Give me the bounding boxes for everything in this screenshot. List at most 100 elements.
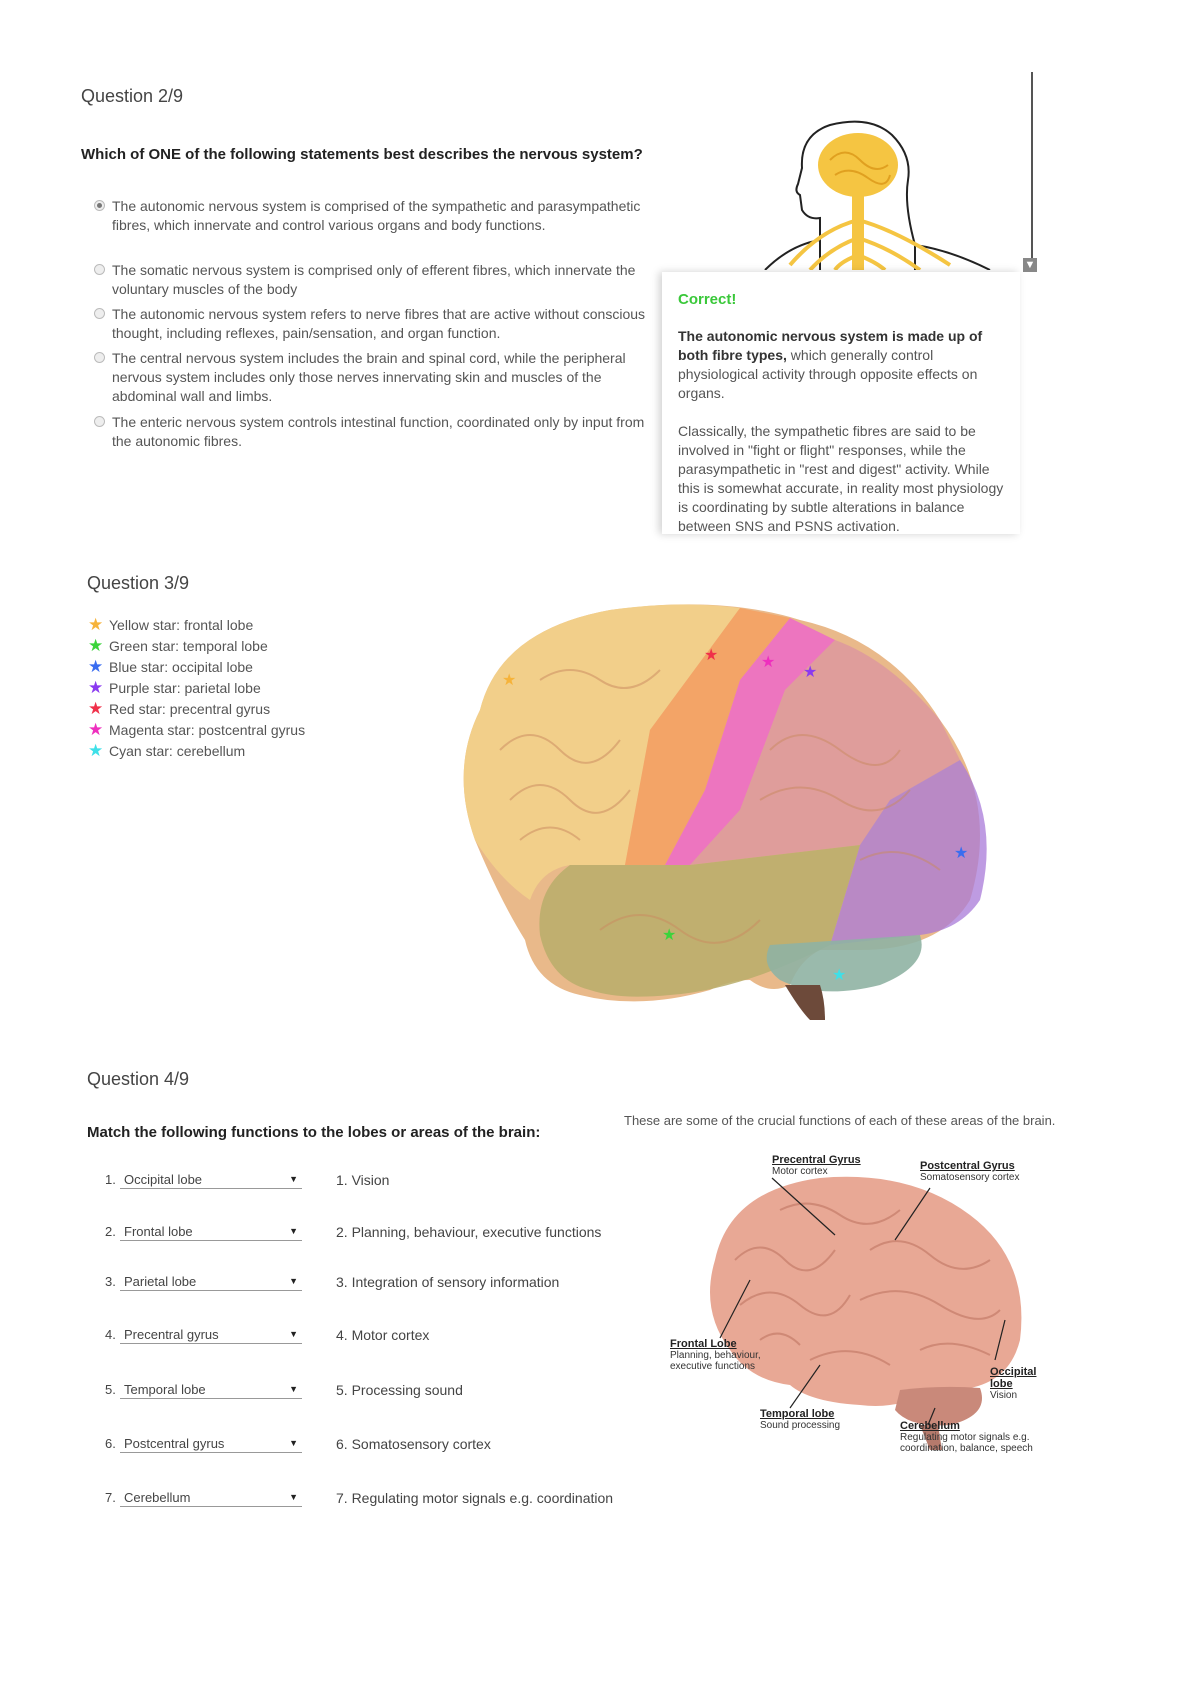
legend-item-parietal: ★Purple star: parietal lobe (88, 678, 261, 698)
answer-option-label: The somatic nervous system is comprised … (112, 262, 636, 297)
caret-down-icon[interactable]: ▼ (289, 1384, 298, 1394)
legend-item-postcentral: ★Magenta star: postcentral gyrus (88, 720, 305, 740)
caret-down-icon[interactable]: ▼ (289, 1226, 298, 1236)
label-title: Occipital (990, 1366, 1037, 1378)
radio-icon[interactable] (94, 352, 105, 363)
match-dropdown-6[interactable]: Postcentral gyrus ▼ (120, 1434, 302, 1453)
match-dropdown-3[interactable]: Parietal lobe ▼ (120, 1272, 302, 1291)
label-title: Precentral Gyrus (772, 1154, 861, 1166)
function-label: 7. Regulating motor signals e.g. coordin… (336, 1490, 614, 1506)
label-subtitle: Somatosensory cortex (920, 1172, 1020, 1183)
caret-down-icon[interactable]: ▼ (289, 1329, 298, 1339)
dropdown-value: Cerebellum (124, 1490, 191, 1505)
label-cerebellum: Cerebellum Regulating motor signals e.g.… (900, 1420, 1033, 1454)
label-occipital: Occipital lobe Vision (990, 1366, 1036, 1401)
legend-label: Green star: temporal lobe (109, 638, 268, 654)
label-title: Temporal lobe (760, 1408, 835, 1420)
label-postcentral: Postcentral Gyrus Somatosensory cortex (920, 1160, 1020, 1183)
match-number: 5. (105, 1382, 116, 1397)
feedback-paragraph-2: Classically, the sympathetic fibres are … (678, 423, 1004, 534)
star-icon: ★ (954, 845, 969, 862)
function-label: 6. Somatosensory cortex (336, 1436, 491, 1452)
scroll-down-icon[interactable]: ▼ (1023, 258, 1037, 272)
label-title: lobe (990, 1378, 1013, 1390)
radio-icon[interactable] (94, 308, 105, 319)
answer-option-5[interactable]: The enteric nervous system controls inte… (94, 413, 664, 451)
match-number: 3. (105, 1274, 116, 1289)
feedback-paragraph-1: The autonomic nervous system is made up … (678, 327, 1004, 403)
star-icon: ★ (88, 741, 104, 760)
answer-option-1[interactable]: The autonomic nervous system is comprise… (94, 197, 664, 235)
legend-label: Cyan star: cerebellum (109, 743, 246, 759)
star-icon: ★ (803, 664, 818, 681)
star-icon: ★ (88, 615, 104, 634)
legend-item-precentral: ★Red star: precentral gyrus (88, 699, 270, 719)
question-2-text: Which of ONE of the following statements… (81, 146, 643, 163)
match-dropdown-7[interactable]: Cerebellum ▼ (120, 1488, 302, 1507)
match-number: 6. (105, 1436, 116, 1451)
function-label: 4. Motor cortex (336, 1327, 430, 1343)
label-precentral: Precentral Gyrus Motor cortex (772, 1154, 861, 1177)
radio-icon[interactable] (94, 416, 105, 427)
answer-option-label: The central nervous system includes the … (112, 350, 626, 404)
dropdown-value: Precentral gyrus (124, 1327, 219, 1342)
label-frontal: Frontal Lobe Planning, behaviour, execut… (670, 1338, 761, 1372)
match-dropdown-4[interactable]: Precentral gyrus ▼ (120, 1325, 302, 1344)
brain-lobes-diagram: ★ ★ ★ ★ ★ ★ ★ (440, 600, 1020, 1040)
match-dropdown-1[interactable]: Occipital lobe ▼ (120, 1170, 302, 1189)
diagram-caption: These are some of the crucial functions … (624, 1113, 1056, 1128)
feedback-panel: Correct! The autonomic nervous system is… (662, 272, 1020, 534)
match-dropdown-2[interactable]: Frontal lobe ▼ (120, 1222, 302, 1241)
label-subtitle: executive functions (670, 1361, 756, 1372)
dropdown-value: Occipital lobe (124, 1172, 203, 1187)
label-subtitle: Sound processing (760, 1420, 841, 1431)
star-icon: ★ (832, 967, 847, 984)
answer-option-2[interactable]: The somatic nervous system is comprised … (94, 261, 664, 299)
legend-item-frontal: ★Yellow star: frontal lobe (88, 615, 253, 635)
label-title: Cerebellum (900, 1420, 960, 1432)
star-icon: ★ (88, 678, 104, 697)
feedback-text: which generally control physiological ac… (678, 347, 978, 401)
nervous-system-illustration (750, 70, 1032, 272)
caret-down-icon[interactable]: ▼ (289, 1492, 298, 1502)
match-number: 2. (105, 1224, 116, 1239)
caret-down-icon[interactable]: ▼ (289, 1174, 298, 1184)
brain-function-diagram: Precentral Gyrus Motor cortex Postcentra… (660, 1140, 1060, 1460)
question-2-title: Question 2/9 (81, 86, 184, 106)
star-icon: ★ (662, 927, 677, 944)
label-subtitle: coordination, balance, speech (900, 1443, 1033, 1454)
answer-option-3[interactable]: The autonomic nervous system refers to n… (94, 305, 664, 343)
label-subtitle: Vision (990, 1390, 1018, 1401)
label-title: Postcentral Gyrus (920, 1160, 1015, 1172)
label-subtitle: Regulating motor signals e.g. (900, 1432, 1030, 1443)
label-title: Frontal Lobe (670, 1338, 737, 1350)
star-icon: ★ (88, 720, 104, 739)
star-icon: ★ (704, 647, 719, 664)
question-3-title: Question 3/9 (87, 573, 190, 593)
legend-item-cerebellum: ★ Cyan star: cerebellum (88, 741, 245, 761)
match-number: 4. (105, 1327, 116, 1342)
radio-icon[interactable] (94, 264, 105, 275)
label-subtitle: Planning, behaviour, (670, 1350, 761, 1361)
caret-down-icon[interactable]: ▼ (289, 1438, 298, 1448)
star-icon: ★ (88, 657, 104, 676)
match-dropdown-5[interactable]: Temporal lobe▼ (120, 1380, 302, 1399)
question-4-title: Question 4/9 (87, 1069, 190, 1089)
answer-option-label: The autonomic nervous system refers to n… (112, 306, 646, 341)
scrollbar-track[interactable] (1031, 72, 1033, 270)
function-label: 1. Vision (336, 1172, 390, 1188)
feedback-emphasis: The autonomic nervous system is made up … (678, 328, 983, 363)
star-icon: ★ (502, 672, 517, 689)
caret-down-icon[interactable]: ▼ (289, 1276, 298, 1286)
radio-icon[interactable] (94, 200, 105, 211)
dropdown-value: Parietal lobe (124, 1274, 197, 1289)
function-label: 3. Integration of sensory information (336, 1274, 560, 1290)
question-4-text: Match the following functions to the lob… (87, 1124, 541, 1141)
dropdown-value: Frontal lobe (124, 1224, 193, 1239)
function-label: 5. Processing sound (336, 1382, 463, 1398)
star-icon: ★ (88, 699, 104, 718)
star-icon: ★ (88, 636, 104, 655)
legend-label: Blue star: occipital lobe (109, 659, 253, 675)
dropdown-value: Postcentral gyrus (124, 1436, 225, 1451)
answer-option-4[interactable]: The central nervous system includes the … (94, 349, 664, 406)
